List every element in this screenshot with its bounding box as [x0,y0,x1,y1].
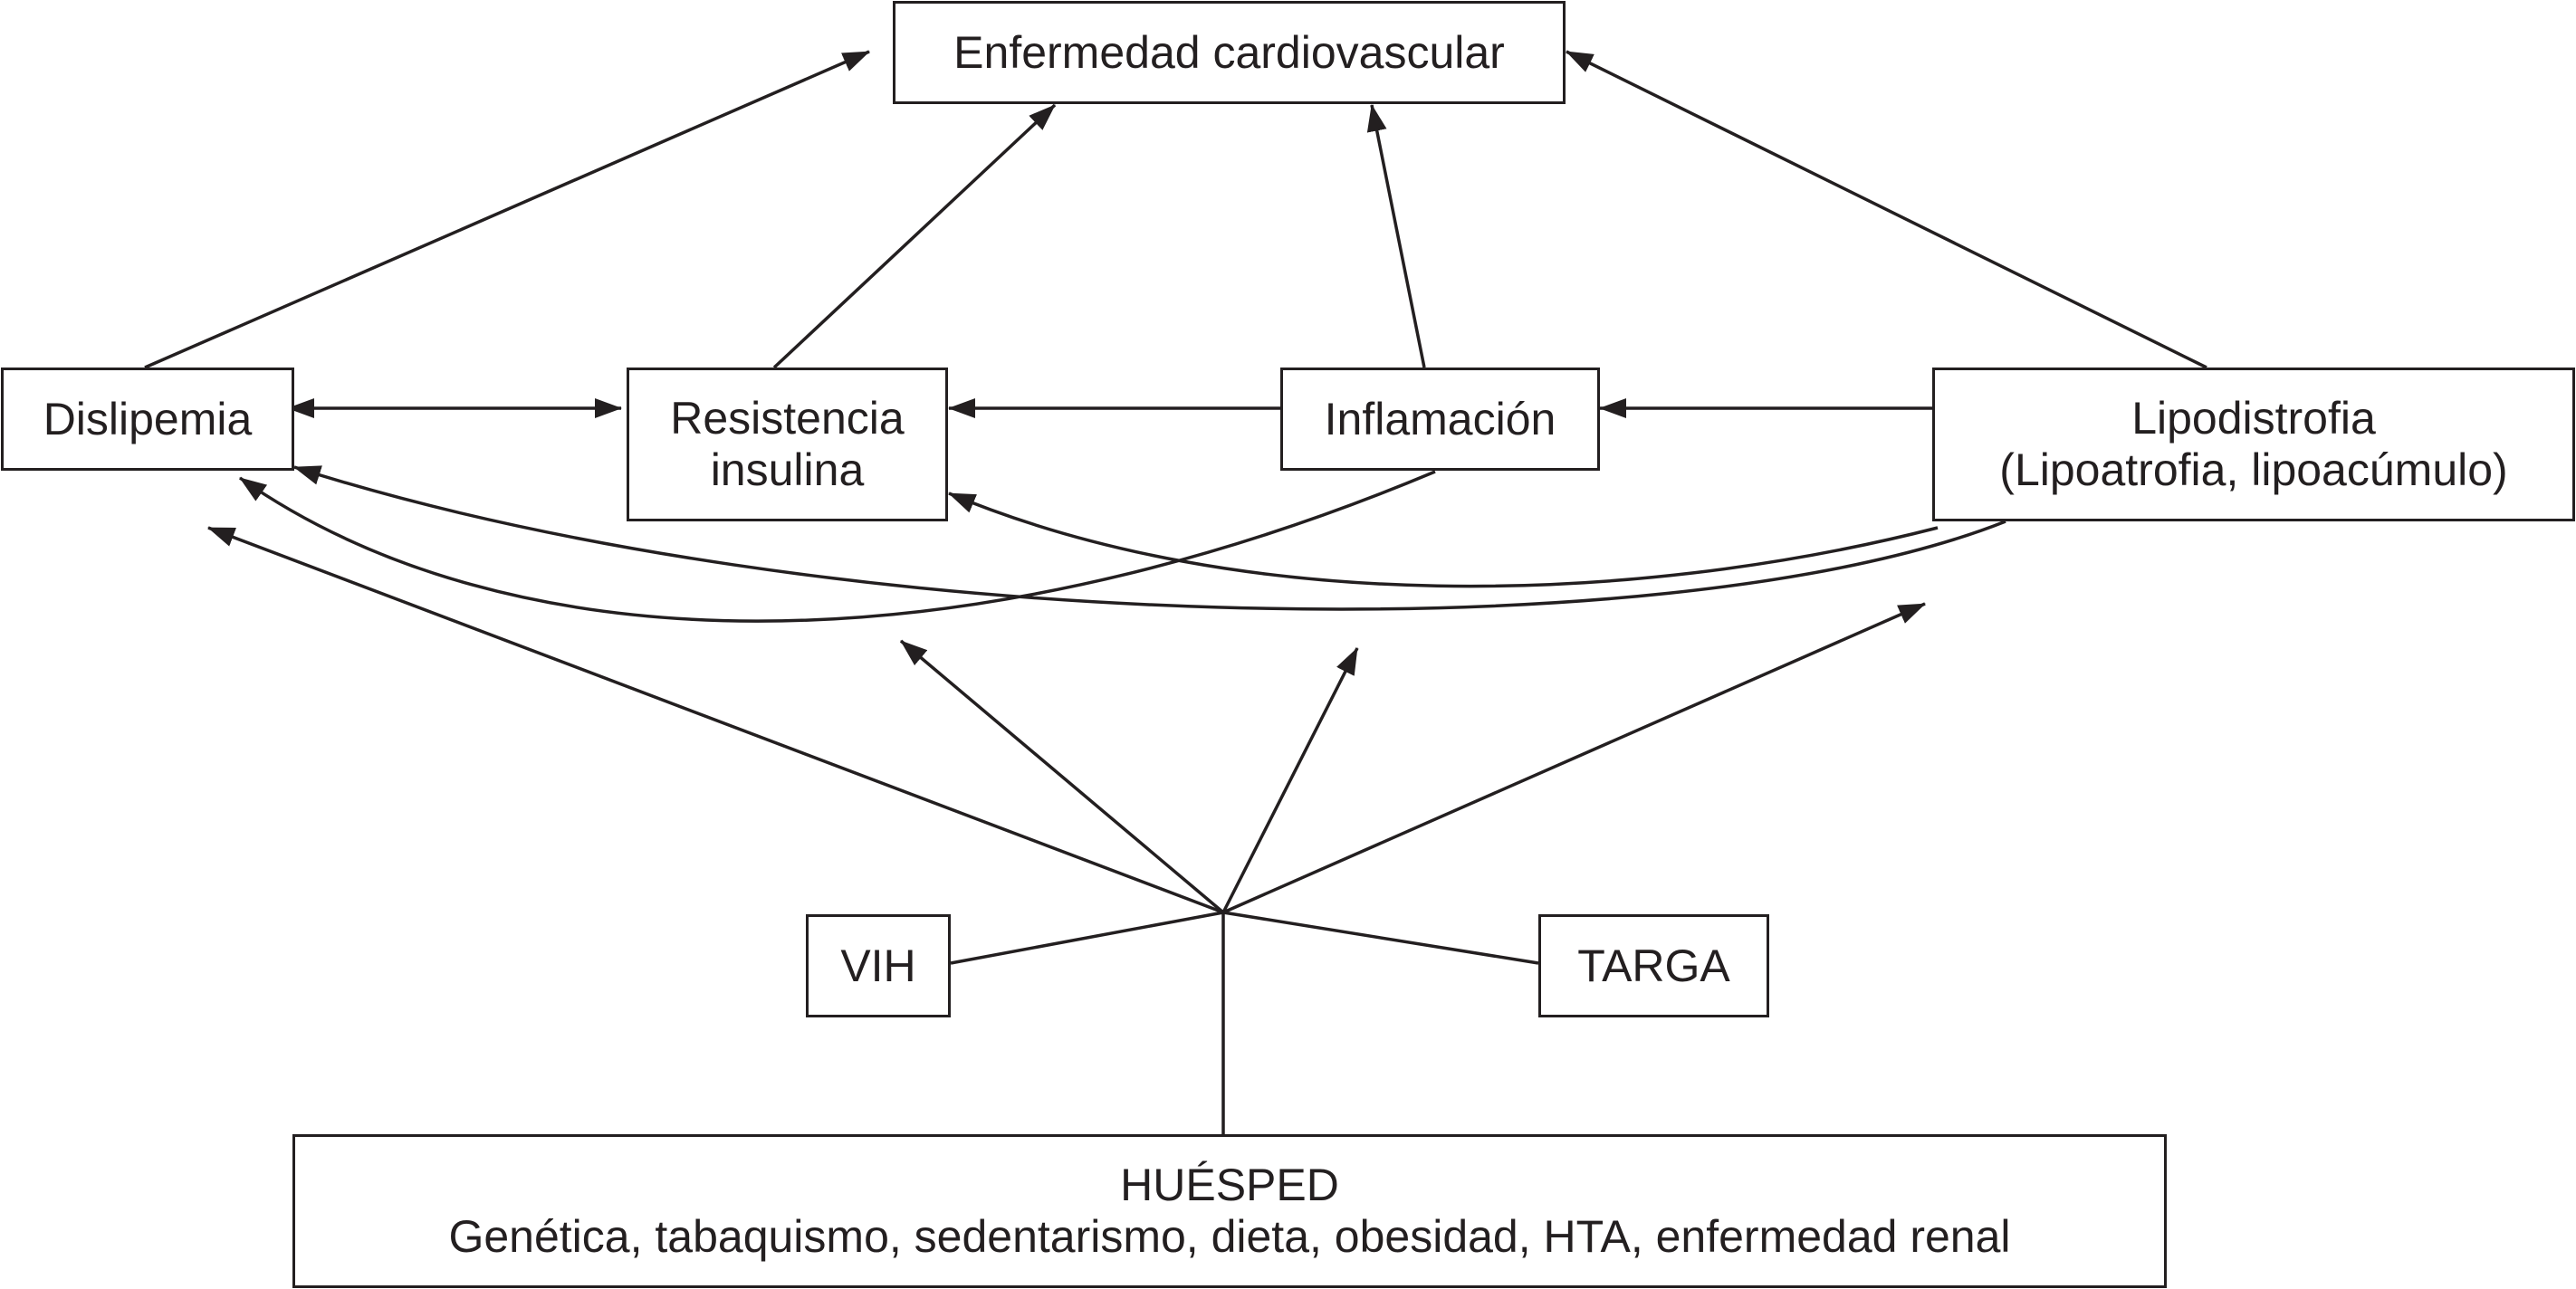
line-haart-to-hub [1222,911,1539,965]
node-insulin-resistance-line-1: Resistencia [670,393,905,444]
node-cardiovascular-disease: Enfermedad cardiovascular [893,1,1566,104]
node-lipodystrophy-line-1: Lipodistrofia [2131,393,2376,444]
arrow-hub-to-lipodystrophy [1222,602,1926,914]
node-haart-label: TARGA [1577,940,1730,991]
node-host-title: HUÉSPED [1120,1160,1339,1210]
node-cardiovascular-disease-label: Enfermedad cardiovascular [953,26,1505,78]
arrow-hub-to-inflammation [1221,647,1359,913]
node-inflammation: Inflamación [1280,368,1600,471]
arrow-dyslipidemia-to-cvd [144,50,870,369]
node-inflammation-label: Inflamación [1324,393,1556,444]
arrow-lipodystrophy-to-dyslipidemia [293,465,2006,611]
node-dyslipidemia-label: Dislipemia [43,393,253,444]
node-dyslipidemia: Dislipemia [1,368,294,471]
node-host-factors: Genética, tabaquismo, sedentarismo, diet… [448,1211,2011,1262]
node-hiv: VIH [806,914,951,1017]
arrow-inflammation-to-cvd [1366,104,1426,368]
node-hiv-label: VIH [840,940,916,991]
arrow-lipodystrophy-to-cvd [1566,50,2207,369]
line-hiv-to-hub [950,911,1224,965]
node-insulin-resistance-line-2: insulina [710,444,865,495]
arrow-insulin-resistance-to-cvd [772,103,1057,369]
node-insulin-resistance: Resistencia insulina [627,368,948,521]
arrow-inflammation-to-dyslipidemia [238,470,1436,623]
arrow-hub-to-insulin-resistance [899,639,1225,914]
node-host: HUÉSPED Genética, tabaquismo, sedentaris… [292,1134,2167,1288]
node-haart: TARGA [1538,914,1769,1017]
node-lipodystrophy-line-2: (Lipoatrofia, lipoacúmulo) [1999,444,2508,495]
node-lipodystrophy: Lipodistrofia (Lipoatrofia, lipoacúmulo) [1932,368,2575,521]
arrow-hub-to-dyslipidemia [207,526,1224,914]
arrow-lipodystrophy-to-insulin-resistance [948,492,1939,588]
